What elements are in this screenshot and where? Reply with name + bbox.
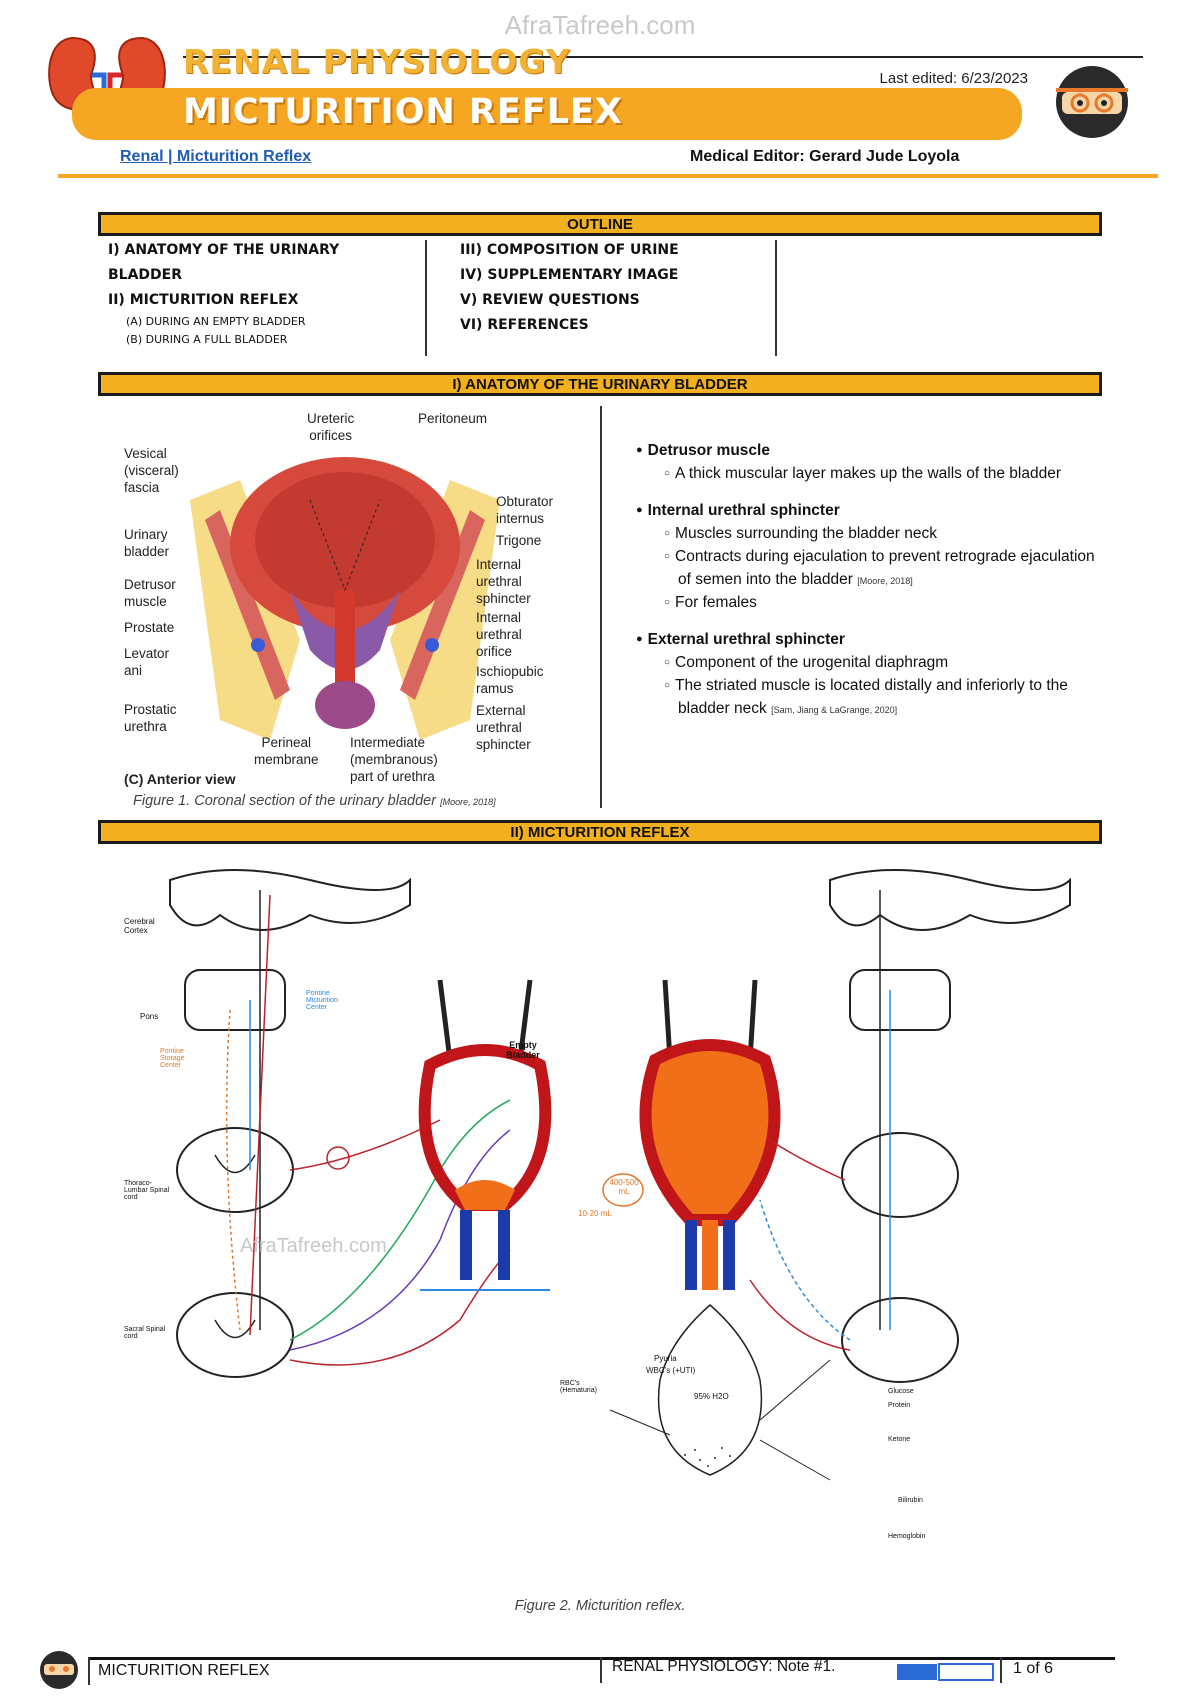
anatomy-label: Prostate [124, 620, 175, 635]
bullet-item: Component of the urogenital diaphragm [652, 652, 1106, 675]
anatomy-bullet-list: Detrusor muscle A thick muscular layer m… [636, 432, 1106, 721]
pyuria-label: Pyuria [654, 1354, 677, 1363]
footer-divider [600, 1657, 602, 1683]
ninja-mascot-footer-icon [40, 1651, 78, 1689]
anatomy-label: Vesical(visceral)fascia [124, 446, 179, 495]
topic-banner [72, 88, 1022, 140]
volume-empty-label: 10-20 mL [578, 1209, 612, 1218]
outline-item[interactable]: II) MICTURITION REFLEX [108, 292, 299, 308]
bilirubin-label: Bilirubin [898, 1497, 923, 1504]
topic-title: MICTURITION REFLEX [183, 92, 623, 132]
section-1-header: I) ANATOMY OF THE URINARY BLADDER [98, 372, 1102, 396]
sacral-label: Sacral Spinal cord [124, 1326, 166, 1340]
page-number: 1 of 6 [1013, 1660, 1054, 1677]
psc-label: Pontine Storage Center [160, 1048, 185, 1069]
empty-bladder-label: Empty Bladder [506, 1040, 540, 1060]
footer-divider [1000, 1657, 1002, 1683]
outline-column-1: I) ANATOMY OF THE URINARY BLADDER II) MI… [108, 238, 418, 349]
footer-rule [88, 1657, 1115, 1660]
footer-topic: MICTURITION REFLEX [98, 1662, 270, 1679]
volume-full-label: 400-500 mL [609, 1178, 639, 1196]
outline-item[interactable]: VI) REFERENCES [460, 317, 589, 333]
anatomy-label: Intermediate(membranous)part of urethra [350, 735, 438, 784]
protein-label: Protein [888, 1402, 911, 1409]
section-1-divider [600, 406, 602, 808]
hemoglobin-label: Hemoglobin [888, 1533, 926, 1540]
medical-editor: Medical Editor: Gerard Jude Loyola [690, 148, 960, 165]
glucose-label: Glucose [888, 1388, 914, 1395]
bullet-item: For females [652, 592, 1106, 615]
micturition-reflex-diagram [169, 869, 1071, 1481]
figure-1-caption: Figure 1. Coronal section of the urinary… [133, 793, 496, 809]
outline-subitem[interactable]: (A) DURING AN EMPTY BLADDER [126, 315, 306, 328]
cerebral-cortex-label: Cerebral Cortex [124, 917, 155, 935]
ninja-mascot-icon [1056, 66, 1128, 138]
ketone-label: Ketone [888, 1436, 911, 1443]
view-label: (C) Anterior view [124, 771, 236, 787]
header-rule [183, 56, 1143, 58]
footer-divider [88, 1657, 90, 1685]
bullet-item: Muscles surrounding the bladder neck [652, 523, 1106, 546]
outline-item[interactable]: I) ANATOMY OF THE URINARY [108, 242, 340, 258]
water-label: 95% H2O [694, 1392, 729, 1401]
outline-header: OUTLINE [98, 212, 1102, 236]
outline-divider [775, 240, 777, 356]
anatomy-label: Trigone [496, 533, 542, 548]
wbc-label: WBC's (+UTI) [646, 1366, 696, 1375]
bullet-item: The striated muscle is located distally … [652, 675, 1106, 721]
thoracolumbar-label: Thoraco-Lumbar Spinal cord [124, 1180, 170, 1201]
category-title: RENAL PHYSIOLOGY [183, 42, 571, 81]
outline-column-2: III) COMPOSITION OF URINE IV) SUPPLEMENT… [460, 238, 760, 338]
bullet-item: Contracts during ejaculation to prevent … [652, 546, 1106, 592]
ninja-nerd-logo-icon [895, 1662, 995, 1682]
video-link[interactable]: Renal | Micturition Reflex [120, 148, 312, 165]
outline-item[interactable]: III) COMPOSITION OF URINE [460, 242, 679, 258]
outline-subitem[interactable]: (B) DURING A FULL BLADDER [126, 333, 288, 346]
watermark: AfraTafreeh.com [504, 10, 696, 40]
outline-item[interactable]: BLADDER [108, 267, 183, 283]
pmc-label: Pontine Micturition Center [306, 990, 338, 1011]
bullet-heading: External urethral sphincter [636, 629, 1106, 652]
anatomy-label: Peritoneum [418, 411, 488, 426]
section-2-header: II) MICTURITION REFLEX [98, 820, 1102, 844]
diagram-watermark: AfraTafreeh.com [240, 1235, 387, 1257]
bullet-heading: Internal urethral sphincter [636, 500, 1106, 523]
outline-item[interactable]: V) REVIEW QUESTIONS [460, 292, 640, 308]
last-edited-date: Last edited: 6/23/2023 [879, 70, 1028, 87]
outline-divider [425, 240, 427, 356]
footer-series: RENAL PHYSIOLOGY: Note #1. [612, 1658, 836, 1675]
pons-label: Pons [140, 1012, 159, 1021]
header-orange-rule [58, 174, 1158, 178]
outline-item[interactable]: IV) SUPPLEMENTARY IMAGE [460, 267, 679, 283]
rbc-label: RBC's (Hematuria) [560, 1380, 597, 1394]
bullet-item: A thick muscular layer makes up the wall… [652, 463, 1106, 486]
bladder-coronal-illustration [190, 457, 500, 740]
bullet-heading: Detrusor muscle [636, 440, 1106, 463]
figure-2-caption: Figure 2. Micturition reflex. [514, 1598, 686, 1614]
